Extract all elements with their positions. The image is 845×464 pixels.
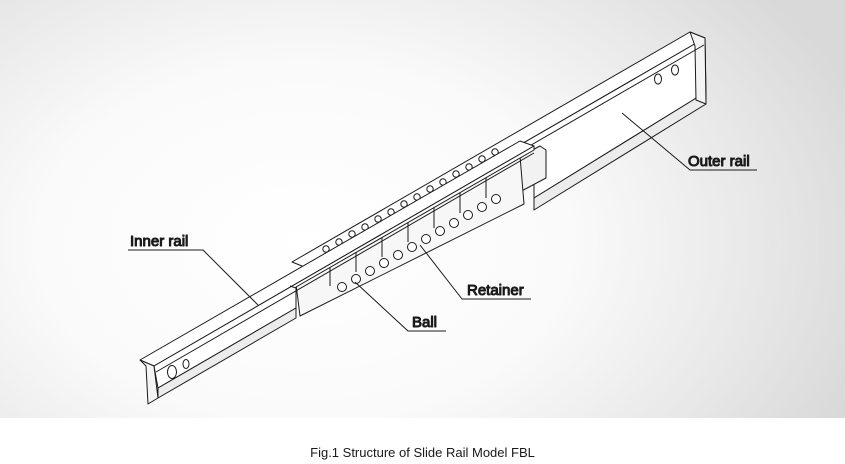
slide-rail-drawing: Outer rail Inner rail Retainer Ball [128,31,757,405]
retainer-lower-balls [337,194,501,292]
inner-rail-step [289,285,297,312]
outer-rail-hole [654,73,662,85]
outer-rail-end [689,31,707,105]
leader-lines [128,112,757,332]
label-ball: Ball [412,314,437,331]
inner-rail-hole [167,365,177,379]
outer-rail-hole [671,64,679,76]
retainer-leader [419,244,531,300]
inner-rail-end [139,359,159,405]
label-retainer: Retainer [467,282,524,299]
retainer-upper-balls [322,148,499,253]
outer-rail-leader [621,112,757,171]
label-outer-rail: Outer rail [688,153,750,170]
ball-leader [354,281,446,332]
inner-rail-groove [155,152,535,373]
label-inner-rail: Inner rail [130,233,188,250]
inner-rail-hole [182,359,190,369]
figure-caption: Fig.1 Structure of Slide Rail Model FBL [310,445,535,460]
inner-rail-top-lip [139,140,535,367]
inner-rail-leader [128,249,259,306]
inner-rail [139,140,535,405]
